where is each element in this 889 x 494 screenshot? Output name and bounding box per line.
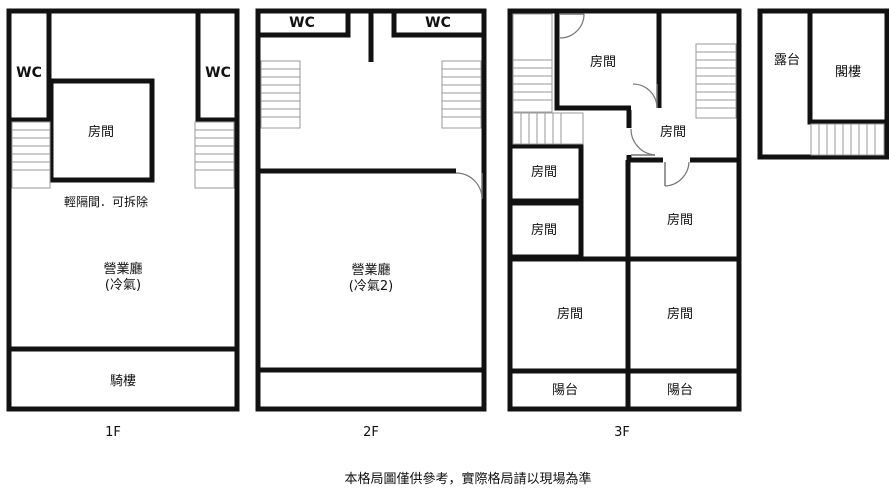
floor-roof-loft-label: 閣樓	[834, 65, 862, 80]
floor-3f-stair-left	[512, 13, 553, 113]
floor-1f-outer-wall	[6, 8, 240, 412]
floor-roof-outer-wall	[757, 8, 889, 160]
floor-3f-room-small-2-label: 房間	[530, 223, 558, 238]
floor-2f-wc-left-label: WC	[289, 15, 315, 31]
floor-3f-door-mid-right	[664, 161, 690, 187]
floor-1f-stair-left	[11, 121, 51, 189]
floor-3f-balcony-right-label: 陽台	[666, 383, 694, 398]
floor-1f-hall-label: 營業廳 (冷氣)	[103, 262, 143, 293]
floor-roof-plan	[757, 8, 889, 160]
floor-1f-stair-right	[194, 121, 235, 189]
floor-2f-stair-right	[441, 60, 482, 129]
floor-3f-balcony-left-label: 陽台	[551, 383, 579, 398]
floor-2f-wc-right-label: WC	[425, 15, 451, 31]
floor-3f-title: 3F	[614, 425, 630, 440]
footer-disclaimer: 本格局圖僅供參考，實際格局請以現場為準	[344, 472, 592, 487]
floor-3f-room-top-wall	[554, 11, 662, 111]
floor-3f-room-mid-right-label: 房間	[666, 213, 694, 228]
floor-1f-wc-left-label: WC	[16, 65, 42, 81]
floor-3f-stair-landing	[512, 112, 584, 145]
floor-2f-hall-label: 營業廳 (冷氣2)	[348, 263, 394, 294]
floor-1f-wc-right-label: WC	[205, 65, 231, 81]
floor-1f-arcade-label: 騎樓	[109, 374, 137, 389]
floor-2f-plan	[255, 8, 487, 412]
floor-3f-room-small-1-label: 房間	[530, 165, 558, 180]
floor-2f-hall-door	[455, 172, 483, 200]
floor-3f-door-room-top	[632, 83, 658, 109]
floor-3f-room-right-upper-label: 房間	[659, 125, 687, 140]
floor-roof-terrace-label: 露台	[773, 53, 801, 68]
floor-2f-wc-left-wall	[258, 11, 351, 38]
floor-2f-stair-left	[260, 60, 301, 129]
floor-3f-room-bottom-left-label: 房間	[556, 307, 584, 322]
floor-3f-room-bottom-right-label: 房間	[666, 307, 694, 322]
floor-2f-wc-right-wall	[391, 11, 484, 38]
floor-3f-door-right-upper	[630, 128, 656, 156]
floor-1f-title: 1F	[105, 425, 121, 440]
floor-1f-plan	[6, 8, 240, 412]
floor-1f-room-wall	[48, 78, 155, 183]
floor-3f-door-top	[559, 13, 585, 39]
floor-3f-stair-right	[695, 43, 737, 119]
floor-roof-stair	[810, 123, 885, 156]
floor-1f-wc-right-wall	[195, 11, 237, 123]
floor-3f-room-top-label: 房間	[589, 55, 617, 70]
floor-2f-title: 2F	[363, 425, 379, 440]
floor-roof-loft-wall	[807, 11, 887, 125]
floor-3f-plan	[507, 8, 742, 412]
floor-1f-partition-note: 輕隔間．可拆除	[63, 195, 149, 209]
floor-1f-room-label: 房間	[87, 125, 115, 140]
